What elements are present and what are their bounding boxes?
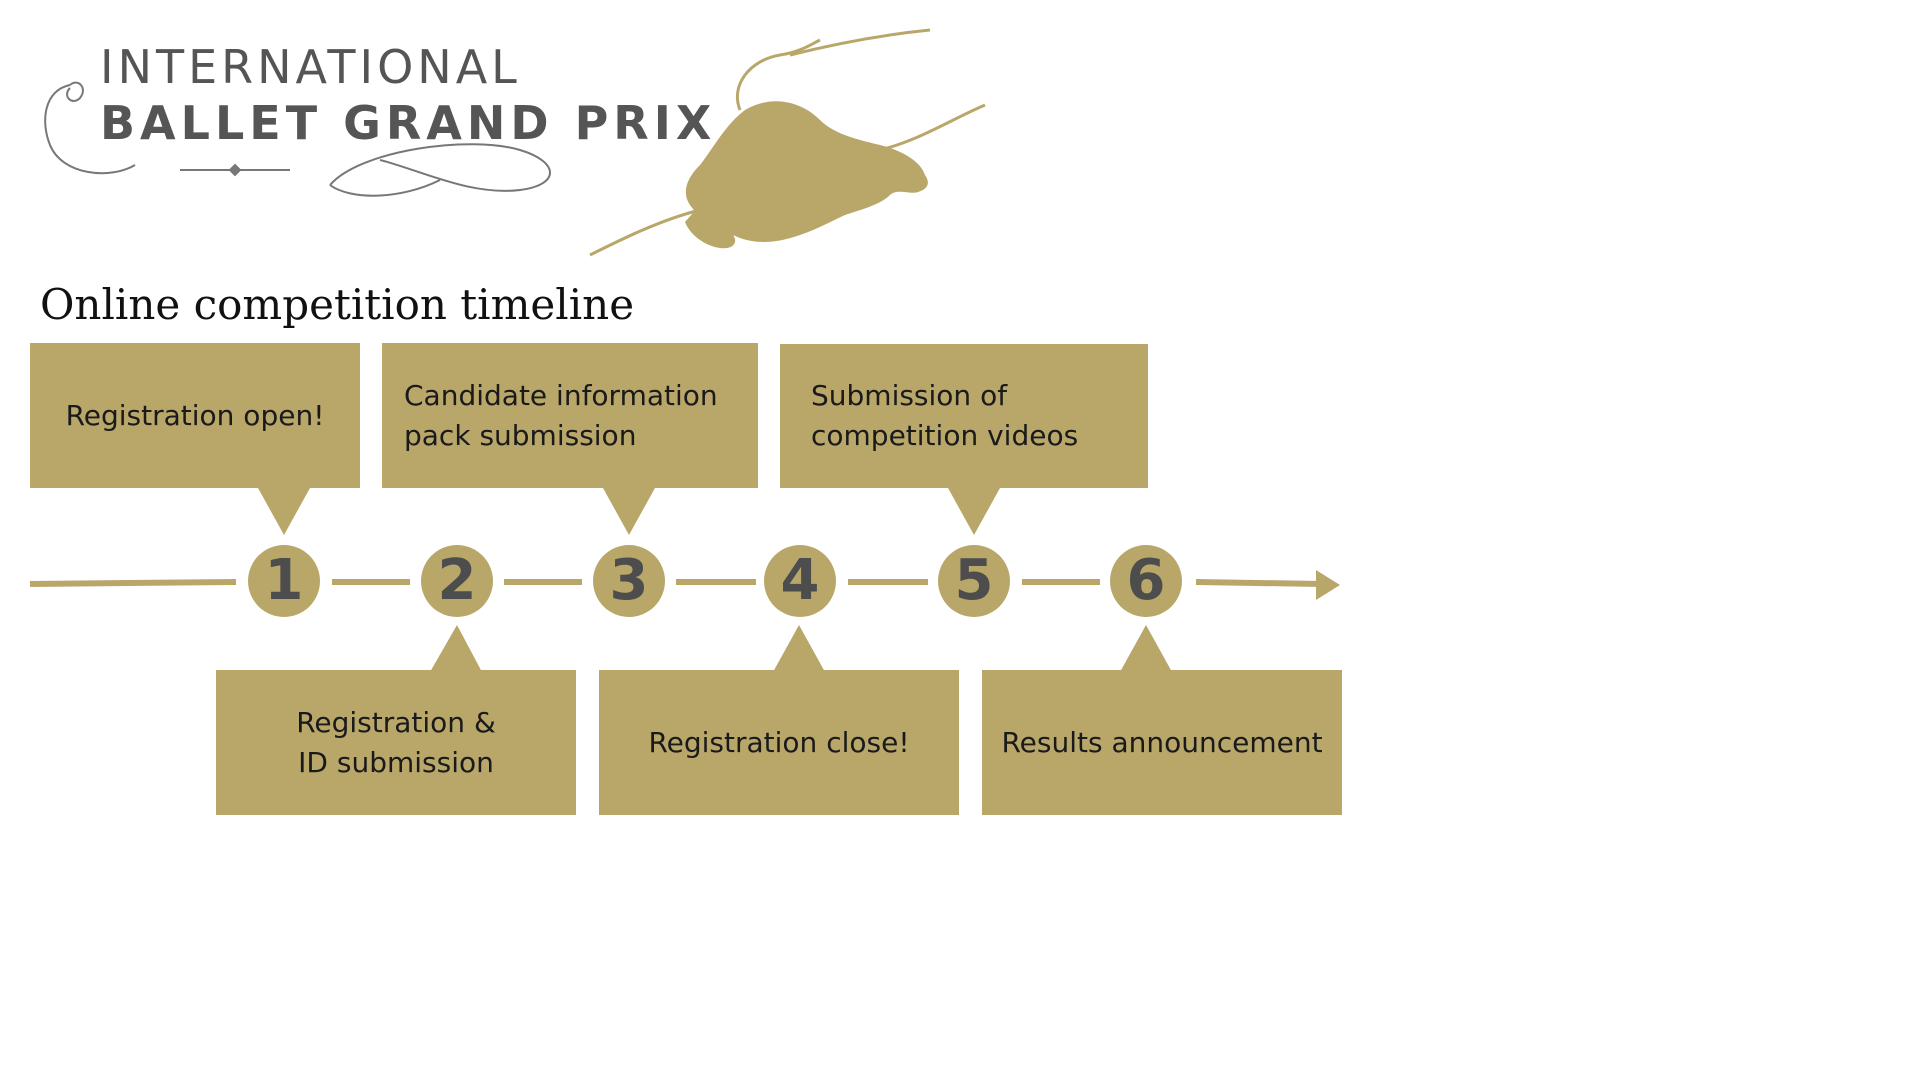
step-label-5-line-2: competition videos bbox=[811, 419, 1079, 452]
step-label-3-line-2: pack submission bbox=[404, 418, 637, 452]
logo-graphic bbox=[44, 28, 986, 257]
pointer-step-4 bbox=[773, 625, 825, 672]
step-label-3-line-1: Candidate information bbox=[404, 378, 718, 412]
step-number-2: 2 bbox=[421, 545, 493, 617]
timeline-line bbox=[29, 579, 1323, 587]
step-label-6-line-1: Results announcement bbox=[1001, 725, 1323, 759]
pointer-step-2 bbox=[430, 625, 482, 672]
step-label-1-line-1: Registration open! bbox=[65, 398, 325, 432]
logo-text-ballet-grand-prix: BALLET GRAND PRIX bbox=[100, 96, 717, 150]
step-number-1: 1 bbox=[248, 545, 320, 617]
pointer-step-1 bbox=[258, 488, 310, 535]
logo-text-international: INTERNATIONAL bbox=[100, 40, 521, 94]
step-label-4-line-1: Registration close! bbox=[648, 725, 910, 759]
page-title: Online competition timeline bbox=[40, 280, 635, 329]
step-label-2-line-2: ID submission bbox=[298, 745, 494, 779]
step-number-5: 5 bbox=[938, 545, 1010, 617]
step-label-box-3: Candidate information pack submission bbox=[382, 343, 758, 488]
logo-flourish bbox=[44, 81, 551, 197]
step-number-3: 3 bbox=[593, 545, 665, 617]
step-label-5-line-1: Submission of bbox=[811, 379, 1008, 412]
step-label-box-5: Submission of competition videos bbox=[780, 344, 1148, 488]
pointer-step-6 bbox=[1120, 625, 1172, 672]
step-number-4: 4 bbox=[764, 545, 836, 617]
step-label-box-1: Registration open! bbox=[30, 343, 360, 488]
step-label-box-2: Registration & ID submission bbox=[216, 670, 576, 815]
step-label-box-4: Registration close! bbox=[599, 670, 959, 815]
step-label-2-line-1: Registration & bbox=[296, 705, 496, 739]
step-number-6: 6 bbox=[1110, 545, 1182, 617]
step-label-box-6: Results announcement bbox=[982, 670, 1342, 815]
timeline-arrowhead bbox=[1316, 570, 1340, 600]
pointer-step-5 bbox=[948, 488, 1000, 535]
pointer-step-3 bbox=[603, 488, 655, 535]
dancer-silhouette bbox=[589, 28, 986, 257]
